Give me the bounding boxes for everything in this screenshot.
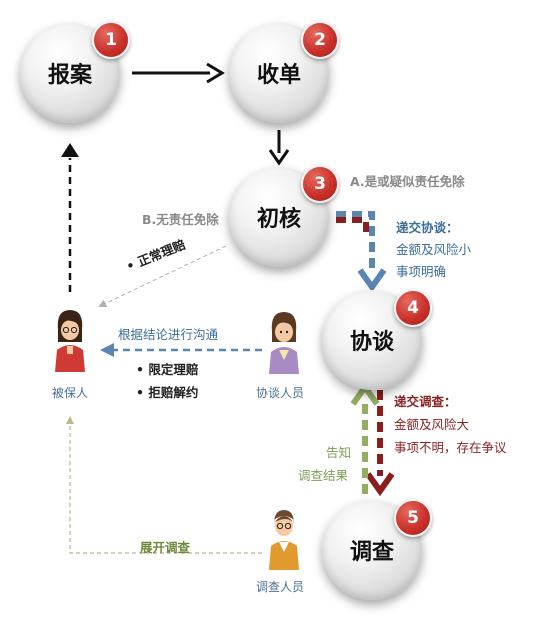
arrow-review-to-insured	[98, 245, 227, 308]
role-insured: 被保人	[52, 386, 89, 400]
node-report-label: 报案	[47, 63, 92, 88]
label-exempt: A.是或疑似责任免除	[350, 174, 465, 189]
label-limited-claim: • 限定理赔	[136, 362, 199, 377]
arrow-review-to-negotiation	[336, 211, 387, 293]
label-no-exempt: B.无责任免除	[142, 212, 219, 227]
role-investigator: 调查人员	[256, 580, 305, 594]
arrow-negotiator-to-insured	[100, 343, 262, 357]
label-start-investigation: 展开调查	[140, 540, 191, 555]
label-results: 调查结果	[298, 468, 349, 483]
arrow-investigator-to-insured	[66, 416, 262, 554]
negotiator-person-icon	[269, 312, 299, 374]
label-communicate: 根据结论进行沟通	[118, 327, 219, 342]
node-review: 初核	[229, 167, 329, 267]
arrow-review-to-investigation	[336, 217, 395, 497]
badge-3: 3	[301, 165, 339, 203]
badge-5: 5	[394, 499, 432, 537]
label-notify: 告知	[326, 445, 352, 460]
label-neg-line2: 事项明确	[396, 264, 447, 279]
label-inv-line1: 金额及风险大	[394, 417, 470, 432]
label-refuse-claim: • 拒赔解约	[136, 385, 199, 400]
arrow-report-to-receive	[132, 62, 225, 84]
badge-1: 1	[92, 21, 130, 59]
insured-person-icon	[55, 310, 85, 372]
label-neg-line1: 金额及风险小	[396, 242, 472, 257]
role-negotiator: 协谈人员	[256, 386, 305, 400]
node-negotiation-label: 协谈	[349, 330, 394, 355]
label-submit-negotiation: 递交协谈：	[396, 220, 459, 235]
node-investigation-label: 调查	[349, 540, 394, 565]
label-inv-line2: 事项不明，存在争议	[394, 440, 507, 455]
node-negotiation: 协谈	[322, 290, 422, 390]
node-receive: 收单	[229, 23, 329, 123]
investigator-person-icon	[269, 510, 299, 570]
node-review-label: 初核	[256, 207, 301, 232]
node-receive-label: 收单	[256, 63, 301, 88]
badge-4: 4	[394, 289, 432, 327]
badge-2: 2	[301, 21, 339, 59]
label-submit-investigation: 递交调查：	[394, 394, 457, 409]
arrow-receive-to-review	[268, 130, 290, 166]
arrow-insured-to-report	[61, 143, 79, 292]
